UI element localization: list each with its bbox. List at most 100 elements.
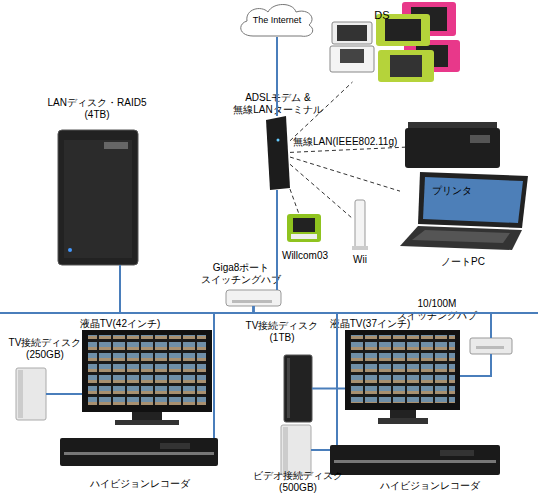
wireless-link bbox=[290, 82, 352, 141]
tv-frame bbox=[345, 330, 460, 410]
disk-body bbox=[284, 355, 312, 422]
device-label: ハイビジョンレコーダ bbox=[85, 478, 195, 490]
nas-logo bbox=[104, 142, 128, 149]
lan-cable bbox=[312, 388, 345, 390]
modem-body bbox=[266, 116, 290, 190]
disk-device: ビデオ接続ディスク (500GB) bbox=[281, 425, 311, 475]
modem-led bbox=[277, 139, 280, 142]
phone-device: Willcom03 bbox=[287, 214, 321, 242]
tv-base bbox=[378, 418, 428, 424]
device-label: ADSLモデム & 無線LANターミナル bbox=[228, 92, 328, 116]
printer-panel bbox=[470, 135, 490, 143]
disk-stripe bbox=[283, 427, 288, 473]
tv-screen bbox=[88, 335, 206, 405]
device-label: TV接続ディスク (1TB) bbox=[242, 320, 322, 344]
wireless-link bbox=[290, 157, 400, 191]
laptop-screen bbox=[423, 177, 523, 223]
ds-screen bbox=[390, 55, 422, 77]
ds-screen bbox=[340, 49, 364, 63]
wii-stand bbox=[352, 246, 368, 250]
lan-cable bbox=[460, 354, 491, 376]
disk-device: TV接続ディスク (1TB) bbox=[284, 355, 312, 422]
hub-body bbox=[470, 338, 512, 354]
device-label: Giga8ポート スイッチングハブ bbox=[196, 262, 286, 286]
tv-stand bbox=[390, 410, 416, 418]
tv-device: 液晶TV(42インチ) bbox=[82, 330, 212, 425]
device-label: プリンタ bbox=[422, 185, 482, 197]
laptop-lid bbox=[418, 172, 528, 228]
lan-cable bbox=[276, 190, 278, 290]
device-label: Willcom03 bbox=[276, 250, 334, 262]
hub-ports bbox=[476, 346, 504, 349]
tv-device: 液晶TV(37インチ) bbox=[345, 330, 460, 424]
device-label: DS bbox=[364, 9, 400, 21]
lan-cable bbox=[311, 449, 330, 451]
wireless-link bbox=[290, 164, 352, 218]
wii-body bbox=[355, 200, 365, 248]
recorder-display bbox=[440, 450, 474, 456]
ds-white bbox=[330, 46, 374, 72]
disk-stripe bbox=[287, 358, 290, 418]
lan-cable bbox=[120, 265, 254, 313]
switch-device: Giga8ポート スイッチングハブ bbox=[226, 290, 281, 306]
switch-body bbox=[226, 290, 281, 306]
disk-device: TV接続ディスク (250GB) bbox=[16, 368, 46, 420]
device-label: The Internet bbox=[238, 14, 316, 26]
nas-body bbox=[58, 130, 138, 265]
laptop-device: ノートPC bbox=[400, 172, 528, 250]
device-label: TV接続ディスク (250GB) bbox=[4, 337, 86, 361]
internet-cloud: The Internet bbox=[238, 3, 316, 37]
device-label: ハイビジョンレコーダ bbox=[375, 480, 485, 492]
phone-screen bbox=[293, 218, 315, 232]
lan-cable bbox=[46, 393, 82, 395]
console-device: Wii bbox=[352, 200, 368, 250]
nas-led bbox=[68, 248, 72, 252]
ds-green bbox=[378, 50, 434, 82]
recorder-stripe bbox=[64, 452, 214, 455]
device-label: ノートPC bbox=[428, 256, 498, 268]
recorder-stripe bbox=[334, 460, 496, 463]
device-label: 液晶TV(37インチ) bbox=[320, 318, 420, 330]
recorder-device: ハイビジョンレコーダ bbox=[330, 445, 500, 475]
printer-body bbox=[405, 128, 500, 168]
tv-screen bbox=[350, 335, 455, 403]
game-device: DS bbox=[330, 2, 460, 82]
ds-screen bbox=[337, 25, 367, 41]
ds-white bbox=[332, 22, 372, 44]
wireless-link bbox=[290, 189, 299, 214]
recorder-body bbox=[330, 445, 500, 475]
phone-keys bbox=[291, 234, 317, 239]
switch-ports bbox=[232, 300, 272, 303]
recorder-body bbox=[60, 438, 218, 466]
phone-body bbox=[287, 214, 321, 242]
disk-stripe bbox=[18, 370, 23, 418]
device-label: 液晶TV(42インチ) bbox=[70, 318, 170, 330]
device-label: LANディスク・RAID5 (4TB) bbox=[38, 97, 156, 121]
nas-front bbox=[64, 140, 132, 258]
tv-frame bbox=[82, 330, 212, 412]
tv-base bbox=[115, 420, 179, 425]
lan-cable bbox=[254, 306, 492, 338]
modem-device: ADSLモデム & 無線LANターミナル bbox=[264, 116, 290, 190]
nas-device: LANディスク・RAID5 (4TB) bbox=[58, 130, 138, 265]
lan-cable bbox=[276, 37, 278, 116]
laptop-base bbox=[400, 226, 522, 250]
device-label: ビデオ接続ディスク (500GB) bbox=[248, 470, 348, 494]
network-note: 無線LAN(IEEE802.11g) bbox=[293, 136, 423, 148]
hub-device: 10/100M スイッチングハブ bbox=[470, 338, 512, 354]
disk-body bbox=[281, 425, 311, 475]
lan-cable bbox=[254, 306, 338, 445]
recorder-device: ハイビジョンレコーダ bbox=[60, 438, 218, 466]
wireless-link bbox=[290, 147, 405, 152]
ds-screen bbox=[385, 19, 421, 41]
tv-stand bbox=[132, 412, 162, 420]
recorder-display bbox=[160, 443, 190, 449]
lan-cable bbox=[214, 306, 254, 438]
printer-device: プリンタ bbox=[405, 122, 500, 168]
disk-body bbox=[16, 368, 46, 420]
laptop-keyboard bbox=[412, 230, 510, 243]
